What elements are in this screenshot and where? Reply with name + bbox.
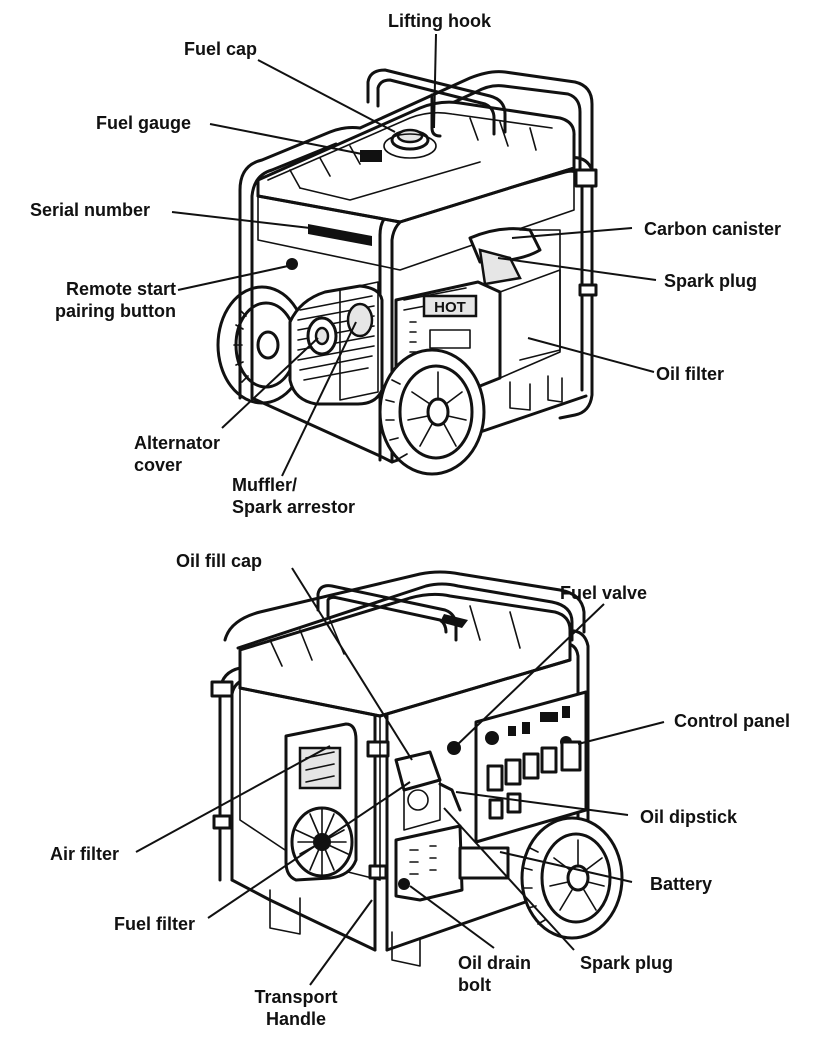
label-oil-drain-bolt: Oil drain bolt — [458, 952, 531, 996]
leader-spark-plug-bottom — [443, 807, 575, 951]
label-serial-number: Serial number — [30, 200, 151, 220]
label-air-filter: Air filter — [50, 844, 120, 864]
lifting-handle — [366, 68, 507, 134]
top-base — [250, 375, 588, 464]
label-remote-start-line1: Remote start — [65, 279, 176, 299]
hot-badge-text: HOT — [434, 299, 466, 316]
label-muffler: Muffler/ Spark arrestor — [232, 474, 355, 518]
top-alternator — [288, 281, 384, 406]
hot-badge — [422, 294, 478, 318]
fuel-filter-icon — [407, 789, 429, 811]
leader-lifting-hook — [433, 33, 437, 129]
label-lifting-hook: Lifting hook — [388, 11, 491, 31]
label-oil-drain-line2: bolt — [458, 975, 491, 995]
label-transport-line2: Handle — [265, 1009, 326, 1029]
label-transport-line1: Transport — [254, 987, 338, 1007]
label-oil-drain-line1: Oil drain — [458, 953, 532, 973]
leader-muffler — [281, 321, 357, 477]
leader-alternator-cover — [221, 337, 319, 429]
leader-carbon-canister — [511, 227, 633, 239]
oil-dipstick-icon — [438, 782, 462, 812]
leader-oil-filter — [527, 337, 655, 373]
label-oil-filter: Oil filter — [656, 364, 725, 384]
bottom-wheel — [520, 816, 624, 940]
bottom-generator — [210, 570, 624, 967]
label-oil-fill-cap: Oil fill cap — [176, 551, 263, 571]
leader-oil-dipstick — [455, 791, 629, 816]
label-remote-start: Remote start pairing button — [36, 278, 176, 322]
leader-oil-fill-cap — [291, 567, 413, 761]
label-muffler-line2: Spark arrestor — [232, 497, 356, 517]
spark-plug-icon — [478, 248, 522, 286]
oil-fill-cap-icon — [394, 750, 442, 792]
label-remote-start-line2: pairing button — [55, 301, 176, 321]
label-fuel-filter: Fuel filter — [114, 914, 196, 934]
bottom-control-panel — [474, 690, 588, 844]
leader-serial-number — [171, 211, 311, 229]
leader-remote-start — [177, 265, 289, 291]
leader-fuel-gauge — [209, 123, 363, 155]
label-fuel-cap: Fuel cap — [184, 39, 258, 59]
leader-fuel-cap — [257, 59, 396, 133]
leader-air-filter — [135, 745, 331, 853]
label-spark-plug-bottom: Spark plug — [580, 953, 674, 973]
leader-fuel-valve — [455, 603, 605, 747]
label-spark-plug-top: Spark plug — [664, 271, 758, 291]
top-fuel-tank — [256, 68, 576, 224]
label-fuel-valve: Fuel valve — [560, 583, 648, 603]
leader-oil-drain-bolt — [409, 885, 495, 949]
label-alternator-cover: Alternator cover — [134, 432, 220, 476]
label-control-panel: Control panel — [674, 711, 790, 731]
bottom-lifting-handle — [316, 584, 458, 642]
remote-start-button-icon — [286, 258, 298, 270]
oil-drain-bolt-icon — [398, 878, 410, 890]
label-fuel-gauge: Fuel gauge — [96, 113, 192, 133]
top-generator: HOT — [216, 68, 598, 476]
label-carbon-canister: Carbon canister — [644, 219, 782, 239]
leader-transport-handle — [309, 899, 373, 986]
leader-control-panel — [577, 721, 665, 745]
label-alternator-line2: cover — [134, 455, 183, 475]
label-transport-handle: Transport Handle — [246, 986, 346, 1030]
leader-lines — [135, 33, 665, 986]
serial-number-plate — [308, 224, 372, 246]
label-muffler-line1: Muffler/ — [232, 475, 297, 495]
fuel-gauge-icon — [360, 150, 382, 162]
label-oil-dipstick: Oil dipstick — [640, 807, 738, 827]
leader-fuel-filter — [207, 781, 411, 919]
leader-battery — [499, 851, 633, 883]
lifting-hook-icon — [430, 93, 442, 138]
leader-spark-plug-top — [497, 257, 657, 281]
top-front-wheel — [378, 348, 486, 476]
label-alternator-line1: Alternator — [134, 433, 221, 453]
label-battery: Battery — [650, 874, 713, 894]
